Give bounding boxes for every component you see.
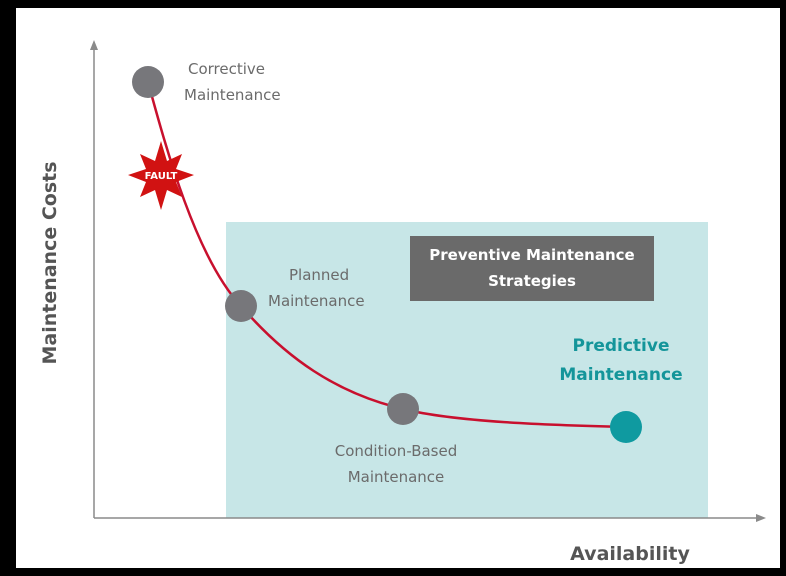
label-planned-line1: Planned	[289, 266, 349, 284]
label-predictive-line2: Maintenance	[559, 365, 682, 385]
node-corrective	[132, 66, 164, 98]
strategies-box	[410, 236, 654, 301]
node-planned	[225, 290, 257, 322]
fault-star-icon	[128, 141, 194, 210]
label-condition-line2: Maintenance	[348, 468, 445, 486]
label-planned-line2: Maintenance	[268, 292, 365, 310]
strategies-line1: Preventive Maintenance	[429, 246, 634, 264]
y-axis-arrow	[90, 40, 98, 50]
x-axis-arrow	[756, 514, 766, 522]
label-condition-line1: Condition-Based	[335, 442, 458, 460]
node-predictive	[610, 411, 642, 443]
cost-curve	[146, 81, 627, 429]
x-axis-label: Availability	[570, 543, 690, 565]
label-corrective-line1: Corrective	[188, 60, 265, 78]
y-axis-label: Maintenance Costs	[39, 161, 61, 364]
diagram-canvas: FAULT Corrective Maintenance Planned Mai…	[16, 8, 780, 568]
strategies-line2: Strategies	[488, 272, 576, 290]
maintenance-cost-diagram: FAULT Corrective Maintenance Planned Mai…	[39, 40, 766, 565]
fault-label: FAULT	[145, 171, 178, 182]
label-corrective-line2: Maintenance	[184, 86, 281, 104]
node-condition-based	[387, 393, 419, 425]
label-predictive-line1: Predictive	[572, 336, 669, 356]
